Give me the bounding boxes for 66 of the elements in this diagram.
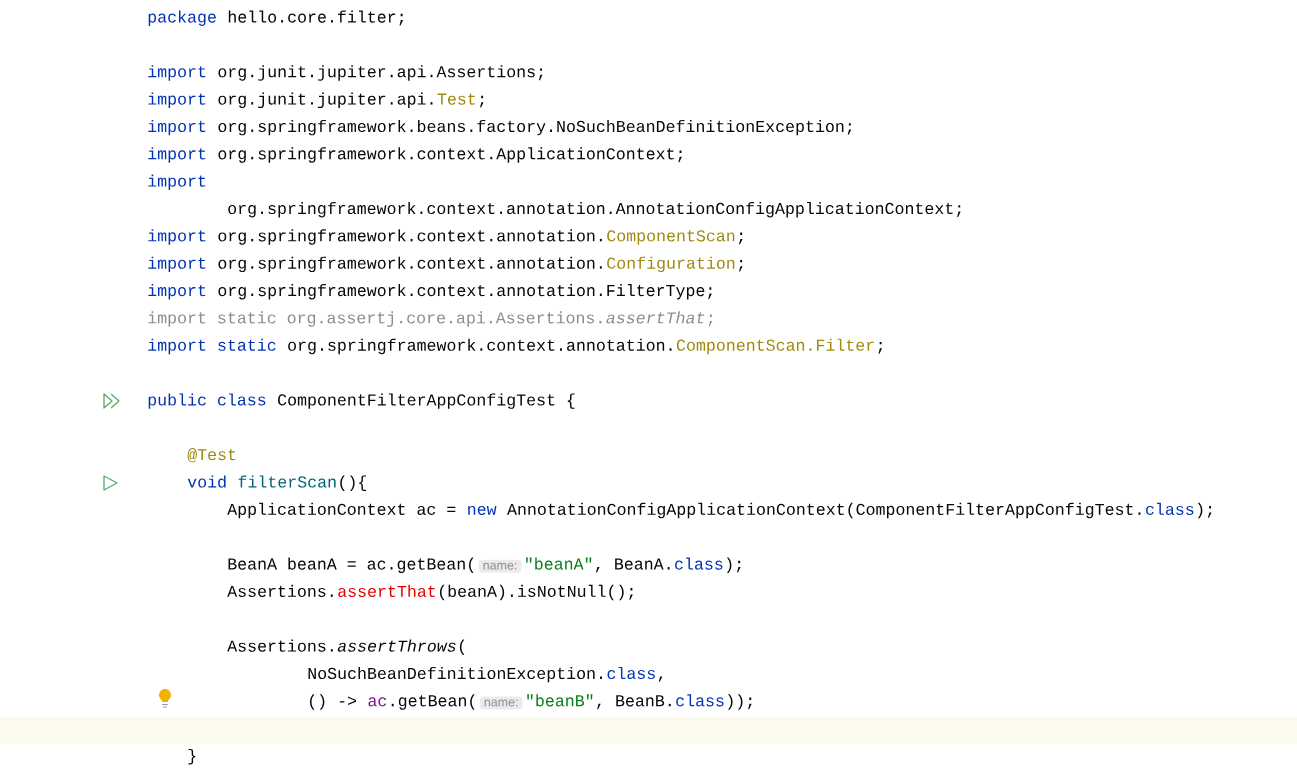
code-text: , [658,676,663,682]
annotation-text: @Test [187,448,236,463]
code-text: org.springframework.context.annotation. [218,229,602,245]
annotation-text: ComponentScan.Filter [676,338,874,355]
annotation-text: ComponentScan [607,230,735,245]
variable-name: ac [368,697,387,707]
parameter-hint: name: [479,696,523,710]
code-text: org.junit.jupiter.api.Assertions; [218,65,543,81]
method-name: filterScan [238,475,336,488]
parameter-hint: name: [478,559,522,573]
code-text: ( [459,639,465,655]
code-text: ComponentFilterAppConfigTest { [278,393,575,409]
annotation-text: Test [437,93,476,105]
code-text: () -> [310,694,357,710]
unused-import-text: ; [708,314,713,327]
error-method-name: assertThat [338,584,436,597]
code-text: } [188,748,196,765]
code-text: ); [1197,502,1212,519]
keyword: new [468,505,497,515]
code-text: org.springframework.context.ApplicationContext; [218,147,682,163]
keyword: public class [148,393,266,409]
code-text: org.springframework.context.annotation.AnnotationConfigApplicationContext; [228,201,961,218]
code-text: BeanA beanA = ac.getBean( [228,557,474,573]
keyword: import [148,256,206,273]
code-text: org.springframework.context.annotation. [288,338,672,355]
code-text: (){ [340,475,366,491]
keyword: import [148,284,206,300]
keyword: import [148,174,206,191]
keyword: class [676,694,724,707]
keyword: import [148,229,206,245]
code-text: org.springframework.beans.factory.NoSuchBeanDefinitionException; [218,119,852,136]
code-text: org.springframework.context.annotation.FilterType; [218,284,712,300]
keyword: import [148,119,206,136]
string-literal: "beanA" [526,557,592,570]
code-text: ; [739,259,743,272]
code-text: ApplicationContext ac = [227,502,456,519]
code-text: ; [480,95,484,108]
unused-import-text: import static org.assertj.core.api.Assertions. [148,311,602,327]
code-text: , BeanB. [597,695,671,710]
string-literal: "beanB" [527,694,593,707]
code-text: AnnotationConfigApplicationContext(ComponentFilterAppConfigTest. [507,502,1141,519]
static-method-name: assertThrows [337,639,456,652]
keyword: import [148,92,206,108]
code-text: ; [878,341,882,354]
keyword: import [148,147,206,163]
code-text: ; [739,232,743,245]
code-text: org.junit.jupiter.api. [218,92,433,108]
code-text: , BeanA. [596,558,670,573]
keyword: package [148,10,216,26]
code-text: (beanA).isNotNull(); [440,584,633,601]
keyword: class [675,557,723,570]
code-text: org.springframework.context.annotation. [218,256,602,273]
code-text: Assertions. [227,584,333,597]
code-text: hello.core.filter; [228,10,404,26]
keyword: class [607,666,655,680]
keyword: void [187,475,226,488]
code-text: )); [728,694,752,710]
code-text: Assertions. [227,639,333,652]
keyword: import static [148,338,276,355]
code-text: .getBean( [391,694,475,710]
keyword: import [148,65,206,81]
unused-import-text: assertThat [606,311,705,324]
annotation-text: Configuration [607,256,735,273]
code-text: ); [726,557,741,573]
code-text: NoSuchBeanDefinitionException. [308,666,602,683]
keyword: class [1146,502,1194,515]
